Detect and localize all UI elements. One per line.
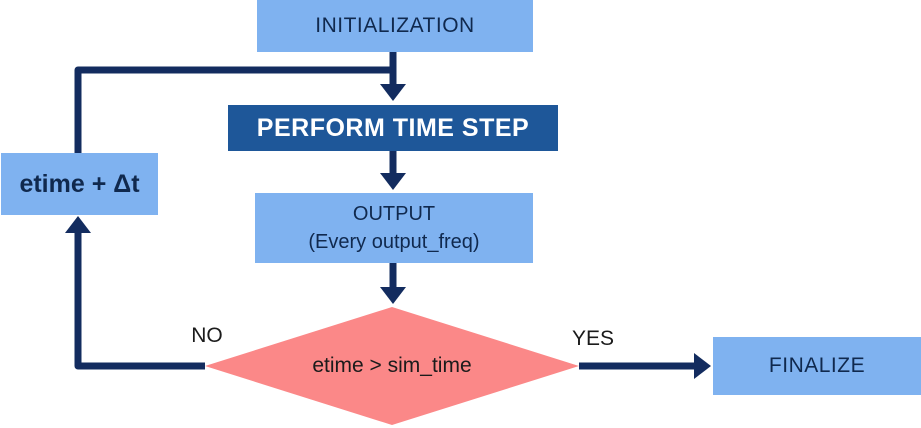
node-perform-time-step: PERFORM TIME STEP: [228, 105, 558, 151]
node-initialization-label: INITIALIZATION: [315, 14, 475, 37]
node-perform-time-step-label: PERFORM TIME STEP: [256, 113, 530, 142]
edge-no-branch: [74, 232, 205, 370]
edge-increment-to-perform: [74, 66, 391, 153]
node-finalize-label: FINALIZE: [768, 354, 866, 377]
edge-label-no-text: NO: [191, 324, 223, 347]
decision-label: etime > sim_time: [252, 352, 532, 380]
decision-label-text: etime > sim_time: [312, 354, 472, 377]
node-finalize: FINALIZE: [713, 337, 921, 395]
arrowhead-yes-branch: [694, 353, 711, 379]
arrowhead-init-to-perform: [380, 84, 406, 101]
edge-label-yes-text: YES: [571, 327, 615, 350]
arrowhead-output-to-decision: [380, 287, 406, 304]
node-output: OUTPUT (Every output_freq): [255, 193, 533, 263]
node-output-sublabel: (Every output_freq): [308, 231, 480, 253]
node-output-label: OUTPUT: [352, 203, 436, 225]
arrowhead-perform-to-output: [380, 173, 406, 190]
node-initialization: INITIALIZATION: [257, 0, 533, 52]
arrowhead-no-branch: [65, 216, 91, 233]
node-increment-etime: etime + Δt: [1, 153, 158, 215]
edge-label-no: NO: [184, 324, 230, 348]
node-increment-etime-label: etime + Δt: [19, 169, 140, 198]
edge-label-yes: YES: [565, 327, 621, 351]
decision-diamond: [205, 307, 579, 425]
